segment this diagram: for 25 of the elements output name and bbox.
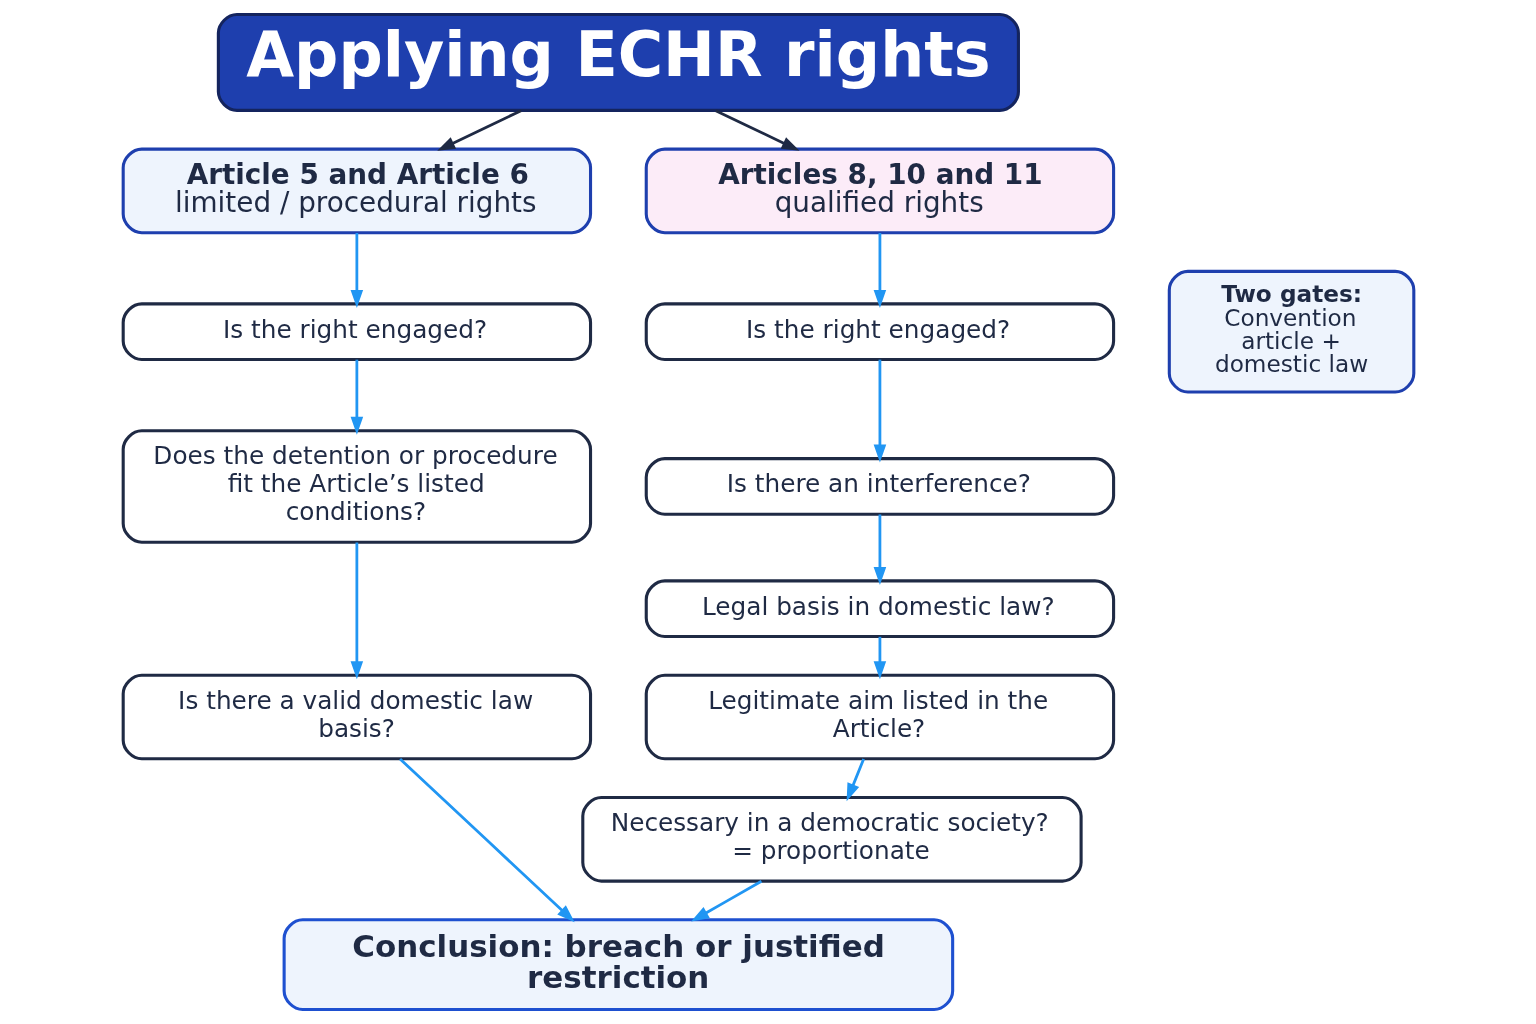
arrow (873, 233, 886, 308)
node-box: Applying ECHR rights (216, 12, 1020, 112)
arrow (714, 109, 800, 151)
arrow (873, 514, 886, 586)
node-box: Articles 8, 10 and 11 qualified rights (644, 147, 1115, 235)
node-box: Legal basis in domestic law? (644, 579, 1115, 639)
arrow (350, 359, 363, 435)
arrow (398, 757, 575, 923)
arrow (350, 233, 363, 308)
arrow (436, 109, 522, 151)
node-box: Is there a valid domestic law basis? (121, 673, 592, 761)
node-box: Conclusion: breach or justified restriction (282, 918, 954, 1012)
node-box: Legitimate aim listed in the Article? (644, 673, 1115, 761)
node-box: Is the right engaged? (644, 302, 1115, 362)
node-box: Is there an interference? (644, 457, 1115, 516)
arrow (846, 758, 865, 802)
node-box: Two gates: Convention article + domestic law (1167, 269, 1415, 394)
node-box: Necessary in a democratic society? = proportionate (580, 795, 1083, 883)
arrow (873, 359, 886, 463)
node-box: Is the right engaged? (121, 302, 592, 362)
node-box: Does the detention or procedure fit the Article’s listed conditions? (121, 429, 592, 544)
node-box: Article 5 and Article 6 limited / procedural rights (121, 147, 592, 235)
arrow (690, 880, 762, 922)
arrow (350, 542, 363, 680)
arrow (873, 636, 886, 680)
